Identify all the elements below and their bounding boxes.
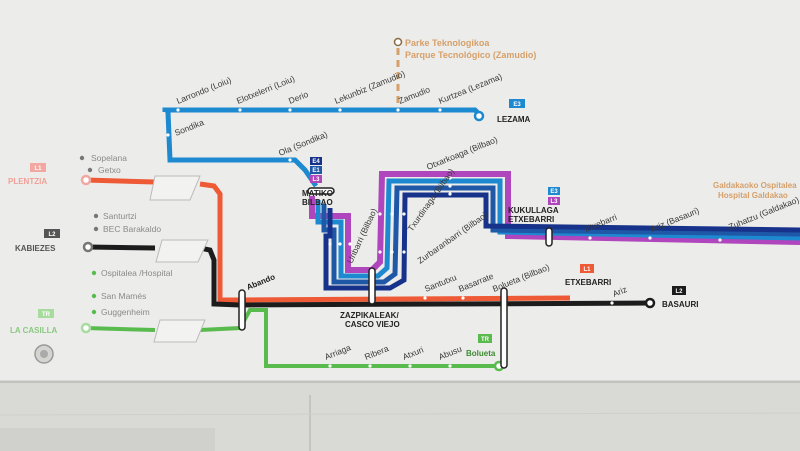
station-ticks	[166, 108, 722, 368]
matiko-label-2: BILBAO	[302, 198, 333, 207]
galdakao-label-2: Hospital Galdakao	[718, 191, 788, 200]
kabiezes-badge-label: L2	[48, 232, 56, 238]
gap-block-l2	[155, 239, 209, 263]
zazpikaleak-interchange	[368, 267, 376, 305]
matiko-badge-e1-label: E1	[312, 168, 320, 174]
plentzia-badge	[30, 163, 46, 172]
kukullaga-label-1: KUKULLAGA	[508, 206, 559, 215]
kabiezes-label: KABIEZES	[15, 244, 56, 253]
station-getxo: Getxo	[98, 165, 121, 175]
l2-line	[87, 244, 651, 308]
branch-station-dots	[79, 155, 99, 232]
matiko-badge-e4-label: E4	[312, 159, 320, 165]
bolueta-interchange	[500, 287, 508, 369]
panel-button-center	[40, 350, 48, 358]
matiko-label-1: MATIKO	[302, 189, 333, 198]
basauri-badge-label: L2	[675, 289, 683, 295]
etxebarri-terminal-label: ETXEBARRI	[565, 278, 611, 287]
basauri-terminal	[644, 297, 656, 309]
parke-label-1: Parke Teknologikoa	[405, 38, 490, 48]
station-san-mames: San Mamés	[101, 291, 146, 301]
e4-line	[323, 192, 800, 291]
basauri-badge	[672, 286, 686, 295]
la-casilla-label: LA CASILLA	[10, 326, 57, 335]
station-ospitalea: Ospitalea /Hospital	[101, 268, 172, 278]
matiko-interchange	[307, 187, 335, 195]
la-casilla-badge-label: TR	[42, 312, 51, 318]
etxebarri-badge	[580, 264, 594, 273]
matiko-badge-l3-label: L3	[312, 177, 320, 183]
matiko-badge-e1	[310, 166, 322, 174]
kukullaga-badge-e3-label: E3	[550, 189, 558, 195]
plentzia-label: PLENTZIA	[8, 177, 47, 186]
station-guggenheim: Guggenheim	[101, 307, 150, 317]
matiko-badge-e4	[310, 157, 322, 165]
lezama-badge-label: E3	[513, 102, 521, 108]
la-casilla-terminal	[80, 322, 92, 334]
kukullaga-label-2: ETXEBARRI	[508, 215, 554, 224]
station-bec-barakaldo: BEC Barakaldo	[103, 224, 161, 234]
tram-branch-station-dots	[91, 270, 97, 315]
kukullaga-badge-l3	[548, 197, 560, 205]
e3-sondika-line	[165, 111, 319, 188]
matiko-badge-l3	[310, 175, 322, 183]
bolueta-tram-label: Bolueta	[466, 349, 496, 358]
station-sopelana: Sopelana	[91, 153, 127, 163]
panel-seam-lower	[0, 412, 800, 416]
kabiezes-terminal	[82, 241, 94, 253]
etxebarri-badge-label: L1	[583, 267, 591, 273]
la-casilla-badge	[38, 309, 54, 318]
lezama-badge	[509, 99, 525, 108]
parke-label-2: Parque Tecnológico (Zamudio)	[405, 50, 536, 60]
plentzia-badge-label: L1	[34, 166, 42, 172]
zazpikaleak-label-2: CASCO VIEJO	[345, 320, 400, 329]
l1-line	[84, 177, 571, 303]
basauri-label: BASAURI	[662, 300, 698, 309]
kukullaga-interchange	[545, 227, 553, 247]
bolueta-tram-badge-label: TR	[481, 337, 490, 343]
parke-station-dot	[393, 37, 403, 47]
door-panel	[0, 428, 215, 451]
plentzia-terminal	[80, 174, 92, 186]
gap-block-l1	[149, 175, 201, 201]
lezama-terminal	[473, 110, 485, 122]
gap-block-tr	[153, 319, 206, 343]
kabiezes-badge	[44, 229, 60, 238]
bolueta-tram-badge	[478, 334, 492, 343]
kukullaga-badge-e3	[548, 187, 560, 195]
lezama-terminal-label: LEZAMA	[497, 115, 531, 124]
station-santurtzi: Santurtzi	[103, 211, 137, 221]
kukullaga-badge-l3-label: L3	[550, 199, 558, 205]
zazpikaleak-label-1: ZAZPIKALEAK/	[340, 311, 399, 320]
tram-line	[84, 308, 500, 368]
abando-interchange	[238, 289, 246, 331]
galdakao-label-1: Galdakaoko Ospitalea	[713, 181, 797, 190]
